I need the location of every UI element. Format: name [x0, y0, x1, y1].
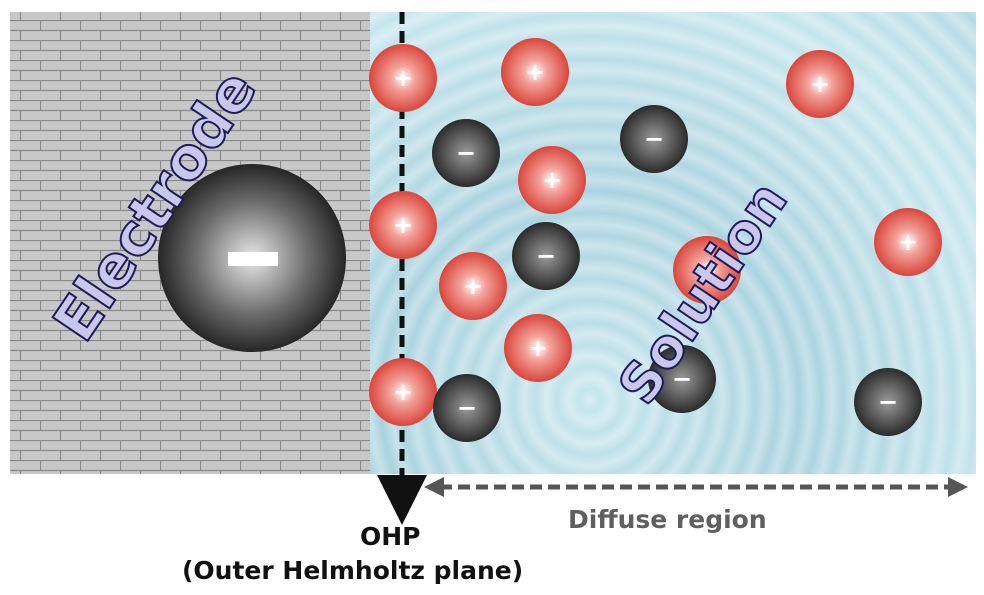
anion: − [433, 374, 501, 442]
plus-sign: + [463, 272, 483, 300]
cation: + [874, 208, 942, 276]
electrode-charge [158, 164, 346, 352]
minus-sign: − [456, 139, 476, 167]
diffuse-region-label: Diffuse region [568, 505, 767, 534]
cation: + [369, 358, 437, 426]
ohp-full-label: (Outer Helmholtz plane) [182, 556, 524, 585]
anion: − [620, 105, 688, 173]
diffuse-region-arrow [424, 477, 968, 497]
anion: − [512, 222, 580, 290]
minus-sign: − [644, 125, 664, 153]
plus-sign: + [393, 378, 413, 406]
cation: + [439, 252, 507, 320]
plus-sign: + [542, 166, 562, 194]
cation: + [518, 146, 586, 214]
plus-sign: + [810, 70, 830, 98]
cation: + [504, 314, 572, 382]
minus-sign: − [457, 394, 477, 422]
cation: + [501, 38, 569, 106]
cation: + [369, 44, 437, 112]
plus-sign: + [697, 256, 717, 284]
plus-sign: + [393, 64, 413, 92]
minus-sign: − [672, 365, 692, 393]
plus-sign: + [393, 211, 413, 239]
anion: − [648, 345, 716, 413]
anion: − [432, 119, 500, 187]
cation: + [369, 191, 437, 259]
ohp-label: OHP [360, 522, 421, 551]
minus-sign: − [878, 388, 898, 416]
cation: + [786, 50, 854, 118]
plus-sign: + [525, 58, 545, 86]
anion: − [854, 368, 922, 436]
minus-sign: − [536, 242, 556, 270]
ions-layer: + + + + + + + + + + − − − − − − [369, 38, 942, 442]
plus-sign: + [898, 228, 918, 256]
plus-sign: + [528, 334, 548, 362]
cation: + [673, 236, 741, 304]
